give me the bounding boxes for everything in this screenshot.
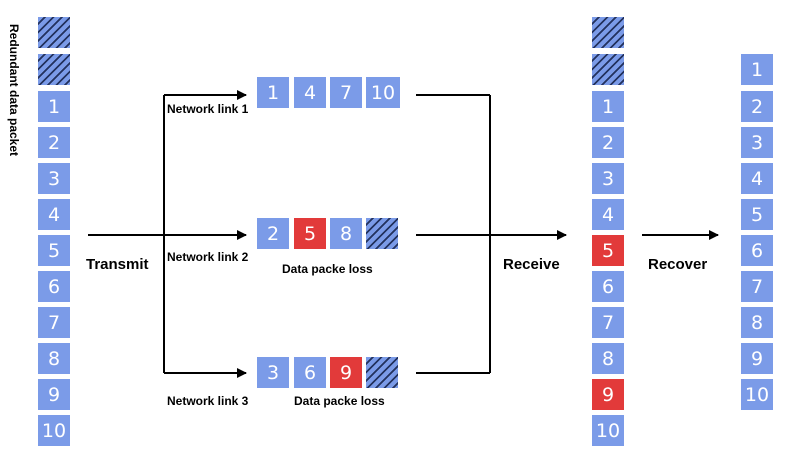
data-packet: 6 bbox=[741, 235, 773, 266]
link3-packet: 3 bbox=[257, 357, 289, 388]
data-packet: 2 bbox=[592, 127, 624, 158]
link3-packet: 6 bbox=[294, 357, 326, 388]
redundant-packet bbox=[366, 218, 398, 249]
data-packet: 8 bbox=[38, 343, 70, 374]
data-packet: 4 bbox=[592, 199, 624, 230]
data-packet: 2 bbox=[38, 127, 70, 158]
data-packet: 4 bbox=[741, 163, 773, 194]
data-packet: 10 bbox=[592, 415, 624, 446]
link1-packet: 7 bbox=[330, 77, 362, 108]
data-packet: 8 bbox=[592, 343, 624, 374]
data-packet: 7 bbox=[38, 307, 70, 338]
link1-packet: 4 bbox=[294, 77, 326, 108]
link1-packet: 10 bbox=[366, 77, 400, 108]
data-packet: 6 bbox=[592, 271, 624, 302]
data-packet: 2 bbox=[741, 91, 773, 122]
data-packet: 3 bbox=[592, 163, 624, 194]
redundant-packet bbox=[592, 54, 624, 85]
data-packet: 10 bbox=[38, 415, 70, 446]
data-packet: 1 bbox=[592, 91, 624, 122]
data-packet: 3 bbox=[38, 163, 70, 194]
redundant-packet bbox=[38, 54, 70, 85]
link2-loss-label: Data packe loss bbox=[282, 262, 373, 276]
redundant-packet bbox=[38, 17, 70, 48]
data-packet: 6 bbox=[38, 271, 70, 302]
data-packet: 9 bbox=[38, 379, 70, 410]
lost-packet: 5 bbox=[592, 235, 624, 266]
lost-packet: 9 bbox=[592, 379, 624, 410]
transmit-label: Transmit bbox=[86, 256, 149, 273]
redundant-packet bbox=[366, 357, 398, 388]
lost-packet: 5 bbox=[294, 218, 326, 249]
recover-label: Recover bbox=[648, 256, 708, 273]
link1-packet: 1 bbox=[257, 77, 289, 108]
receive-label: Receive bbox=[503, 256, 560, 273]
link1-label: Network link 1 bbox=[167, 102, 249, 116]
redundant-packet bbox=[592, 17, 624, 48]
data-packet: 10 bbox=[741, 379, 773, 410]
data-packet: 1 bbox=[741, 54, 773, 85]
link3-loss-label: Data packe loss bbox=[294, 394, 385, 408]
data-packet: 5 bbox=[741, 199, 773, 230]
lost-packet: 9 bbox=[330, 357, 362, 388]
data-packet: 9 bbox=[741, 343, 773, 374]
data-packet: 4 bbox=[38, 199, 70, 230]
link2-packet: 2 bbox=[257, 218, 289, 249]
data-packet: 7 bbox=[741, 271, 773, 302]
data-packet: 3 bbox=[741, 127, 773, 158]
data-packet: 8 bbox=[741, 307, 773, 338]
link3-label: Network link 3 bbox=[167, 394, 249, 408]
link2-label: Network link 2 bbox=[167, 250, 249, 264]
link2-packet: 8 bbox=[330, 218, 362, 249]
data-packet: 5 bbox=[38, 235, 70, 266]
data-packet: 7 bbox=[592, 307, 624, 338]
data-packet: 1 bbox=[38, 91, 70, 122]
